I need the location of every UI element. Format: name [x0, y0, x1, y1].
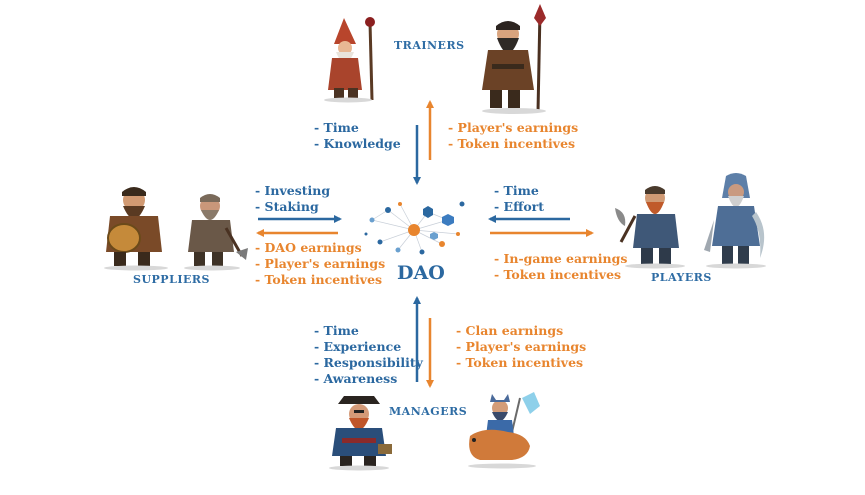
flow-item: - In-game earnings	[494, 251, 628, 266]
role-label-managers: MANAGERS	[389, 405, 468, 418]
flow-item: - Time	[314, 120, 359, 135]
flow-item: - Experience	[314, 339, 402, 354]
flow-suppliers-to-dao: - Investing - Staking	[255, 183, 330, 215]
flow-item: - Time	[314, 323, 359, 338]
flow-item: - Effort	[494, 199, 545, 214]
dao-label: DAO	[397, 262, 445, 284]
flow-players-to-dao: - Time - Effort	[494, 183, 544, 215]
role-label-players: PLAYERS	[651, 271, 712, 284]
flow-item: - Staking	[255, 199, 319, 214]
dao-network-icon	[364, 201, 465, 255]
flow-item: - Clan earnings	[456, 323, 564, 338]
flow-item: - Player's earnings	[448, 120, 579, 135]
dwarf-shield-warrior-icon	[104, 187, 168, 271]
role-label-suppliers: SUPPLIERS	[133, 273, 210, 286]
role-label-trainers: TRAINERS	[394, 39, 465, 52]
wizard-gnome-icon	[324, 17, 375, 103]
dwarf-pirate-icon	[329, 396, 392, 471]
dwarf-miner-icon	[184, 194, 248, 271]
flow-item: - Token incentives	[494, 267, 622, 282]
flow-item: - Knowledge	[314, 136, 401, 151]
flow-trainers-to-dao: - Time - Knowledge	[314, 120, 401, 152]
flow-item: - Player's earnings	[456, 339, 587, 354]
dwarf-axe-warrior-icon	[615, 186, 685, 269]
dwarf-staff-mage-icon	[482, 4, 546, 114]
flow-item: - Player's earnings	[255, 256, 386, 271]
flow-item: - Investing	[255, 183, 331, 198]
flow-item: - Time	[494, 183, 539, 198]
flow-item: - Token incentives	[456, 355, 584, 370]
flow-item: - Token incentives	[255, 272, 383, 287]
flow-dao-to-trainers: - Player's earnings - Token incentives	[448, 120, 578, 152]
flow-item: - Responsibility	[314, 355, 423, 370]
hooded-swordsman-icon	[704, 173, 766, 269]
flow-dao-to-managers: - Clan earnings - Player's earnings - To…	[456, 323, 586, 371]
dwarf-dragon-rider-icon	[468, 392, 540, 469]
flow-item: - Token incentives	[448, 136, 576, 151]
flow-item: - DAO earnings	[255, 240, 362, 255]
flow-managers-to-dao: - Time - Experience - Responsibility - A…	[314, 323, 423, 387]
flow-dao-to-suppliers: - DAO earnings - Player's earnings - Tok…	[255, 240, 385, 288]
flow-item: - Awareness	[314, 371, 398, 386]
flow-dao-to-players: - In-game earnings - Token incentives	[494, 251, 627, 283]
